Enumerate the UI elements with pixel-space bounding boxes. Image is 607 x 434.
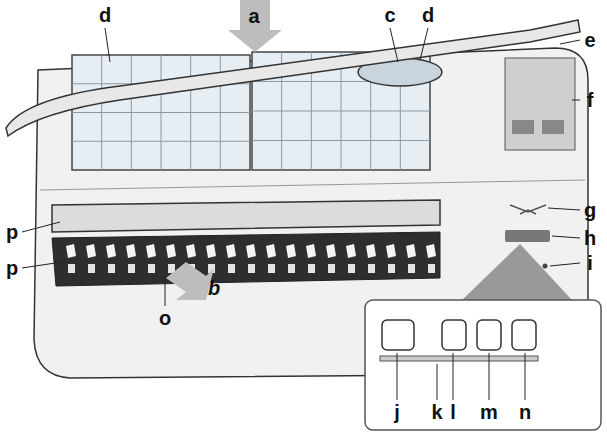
louver-vane	[408, 264, 415, 273]
callout-letter: d	[421, 5, 435, 25]
louver-vane	[348, 264, 355, 273]
louver-vane	[368, 264, 375, 273]
leader-line	[552, 236, 580, 238]
louver-vane	[268, 264, 275, 273]
inset-pointer	[462, 244, 572, 300]
louver-vane	[146, 244, 156, 258]
louver-group	[66, 244, 436, 273]
filter-grid	[72, 141, 250, 142]
front-panel	[6, 20, 580, 136]
leader-line	[453, 353, 454, 400]
panel-switch	[542, 120, 564, 134]
leader-line	[390, 28, 398, 62]
body-edge	[40, 180, 585, 190]
louver-vane	[248, 264, 255, 273]
louver-vane	[108, 264, 115, 273]
louver-vane	[428, 264, 435, 273]
leader-line	[489, 353, 490, 400]
flap	[52, 200, 440, 232]
louver-vane	[288, 264, 295, 273]
air-outlet	[52, 232, 440, 286]
leader-line	[105, 28, 110, 62]
louver-vane	[388, 264, 395, 273]
leader-line	[572, 100, 580, 101]
callout-letter: g	[583, 200, 597, 220]
leader-line	[525, 353, 526, 400]
leader-line	[560, 40, 580, 44]
indicator-bar	[380, 356, 538, 361]
louver-vane	[68, 264, 75, 273]
receiver-dot	[543, 264, 548, 269]
louver-vane	[86, 244, 96, 258]
filter-grid	[252, 140, 430, 141]
filter-grid	[252, 111, 430, 112]
callout-letter: l	[449, 402, 457, 422]
button	[512, 320, 536, 350]
louver-vane	[186, 244, 196, 258]
louver-vane	[306, 244, 316, 258]
callout-letter: b	[207, 278, 221, 298]
leader-line	[420, 28, 428, 60]
louver-vane	[346, 244, 356, 258]
callout-letter: c	[383, 5, 396, 25]
filter-grid	[72, 112, 250, 113]
louver-vane	[426, 244, 436, 258]
button	[382, 320, 414, 350]
callout-letter: k	[430, 402, 443, 422]
airflow-arrow	[228, 0, 282, 52]
panel-switch	[512, 120, 534, 134]
callout-letter: h	[583, 228, 597, 248]
louver-vane	[226, 244, 236, 258]
louver-vane	[308, 264, 315, 273]
louver-vane	[88, 264, 95, 273]
louver-vane	[106, 244, 116, 258]
louver-vane	[406, 244, 416, 258]
louver-vane	[166, 244, 176, 258]
leader-line	[437, 364, 438, 400]
callout-letter: i	[586, 253, 594, 273]
leader-line	[548, 208, 580, 210]
louver-vane	[246, 244, 256, 258]
callout-letter: d	[98, 5, 112, 25]
louver-vane	[366, 244, 376, 258]
callout-letter: m	[479, 402, 499, 422]
louver-vane	[206, 244, 216, 258]
louver-vane	[286, 244, 296, 258]
leader-line	[22, 262, 62, 268]
leader-line	[397, 353, 398, 400]
louver-vane	[148, 264, 155, 273]
callout-letter: p	[5, 222, 19, 242]
airflow-arrow	[166, 262, 214, 300]
callout-letter: a	[247, 6, 260, 26]
callout-letter: j	[393, 402, 401, 422]
louver-vane	[326, 244, 336, 258]
callout-letter: o	[158, 308, 172, 328]
inset-box	[365, 300, 601, 430]
louver-vane	[66, 244, 76, 258]
callout-letter: f	[586, 90, 595, 110]
callout-letter: e	[583, 30, 596, 50]
button	[442, 320, 466, 350]
louver-vane	[128, 264, 135, 273]
louver-vane	[266, 244, 276, 258]
callout-letter: n	[518, 402, 532, 422]
leader-line	[22, 222, 60, 232]
louver-vane	[228, 264, 235, 273]
leader-line	[550, 263, 580, 266]
louver-vane	[386, 244, 396, 258]
callout-letter: p	[5, 258, 19, 278]
indicator-strip	[505, 230, 550, 242]
logo-mark	[510, 205, 546, 214]
louver-vane	[328, 264, 335, 273]
louver-vane	[126, 244, 136, 258]
display-panel	[505, 58, 575, 150]
leader-lines	[22, 28, 580, 400]
button	[477, 320, 501, 350]
leader-line	[165, 276, 166, 306]
